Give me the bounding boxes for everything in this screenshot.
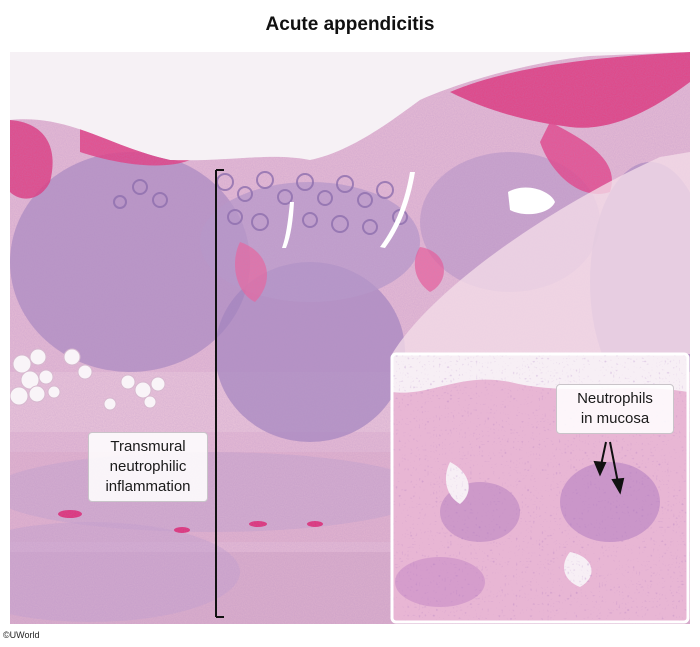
- mucosal-crypts: [113, 171, 408, 235]
- fat-cells: [10, 348, 166, 411]
- label-line: Transmural: [110, 438, 186, 455]
- lumen-gap: [508, 187, 555, 215]
- histology-micrograph: [10, 52, 690, 624]
- magnification-cone: [392, 152, 690, 354]
- label-transmural-inflammation: Transmural neutrophilic inflammation: [88, 432, 208, 502]
- label-line: Neutrophils: [577, 390, 653, 407]
- lumen-tear: [282, 202, 294, 248]
- label-line: neutrophilic: [109, 458, 187, 475]
- label-line: inflammation: [105, 478, 191, 495]
- transmural-bracket: [215, 169, 224, 618]
- label-neutrophils-in-mucosa: Neutrophils in mucosa: [556, 384, 674, 434]
- copyright-notice: ©UWorld: [3, 630, 40, 640]
- neutrophil-arrows: [593, 441, 625, 495]
- label-line: in mucosa: [580, 410, 650, 427]
- figure-title: Acute appendicitis: [265, 14, 435, 35]
